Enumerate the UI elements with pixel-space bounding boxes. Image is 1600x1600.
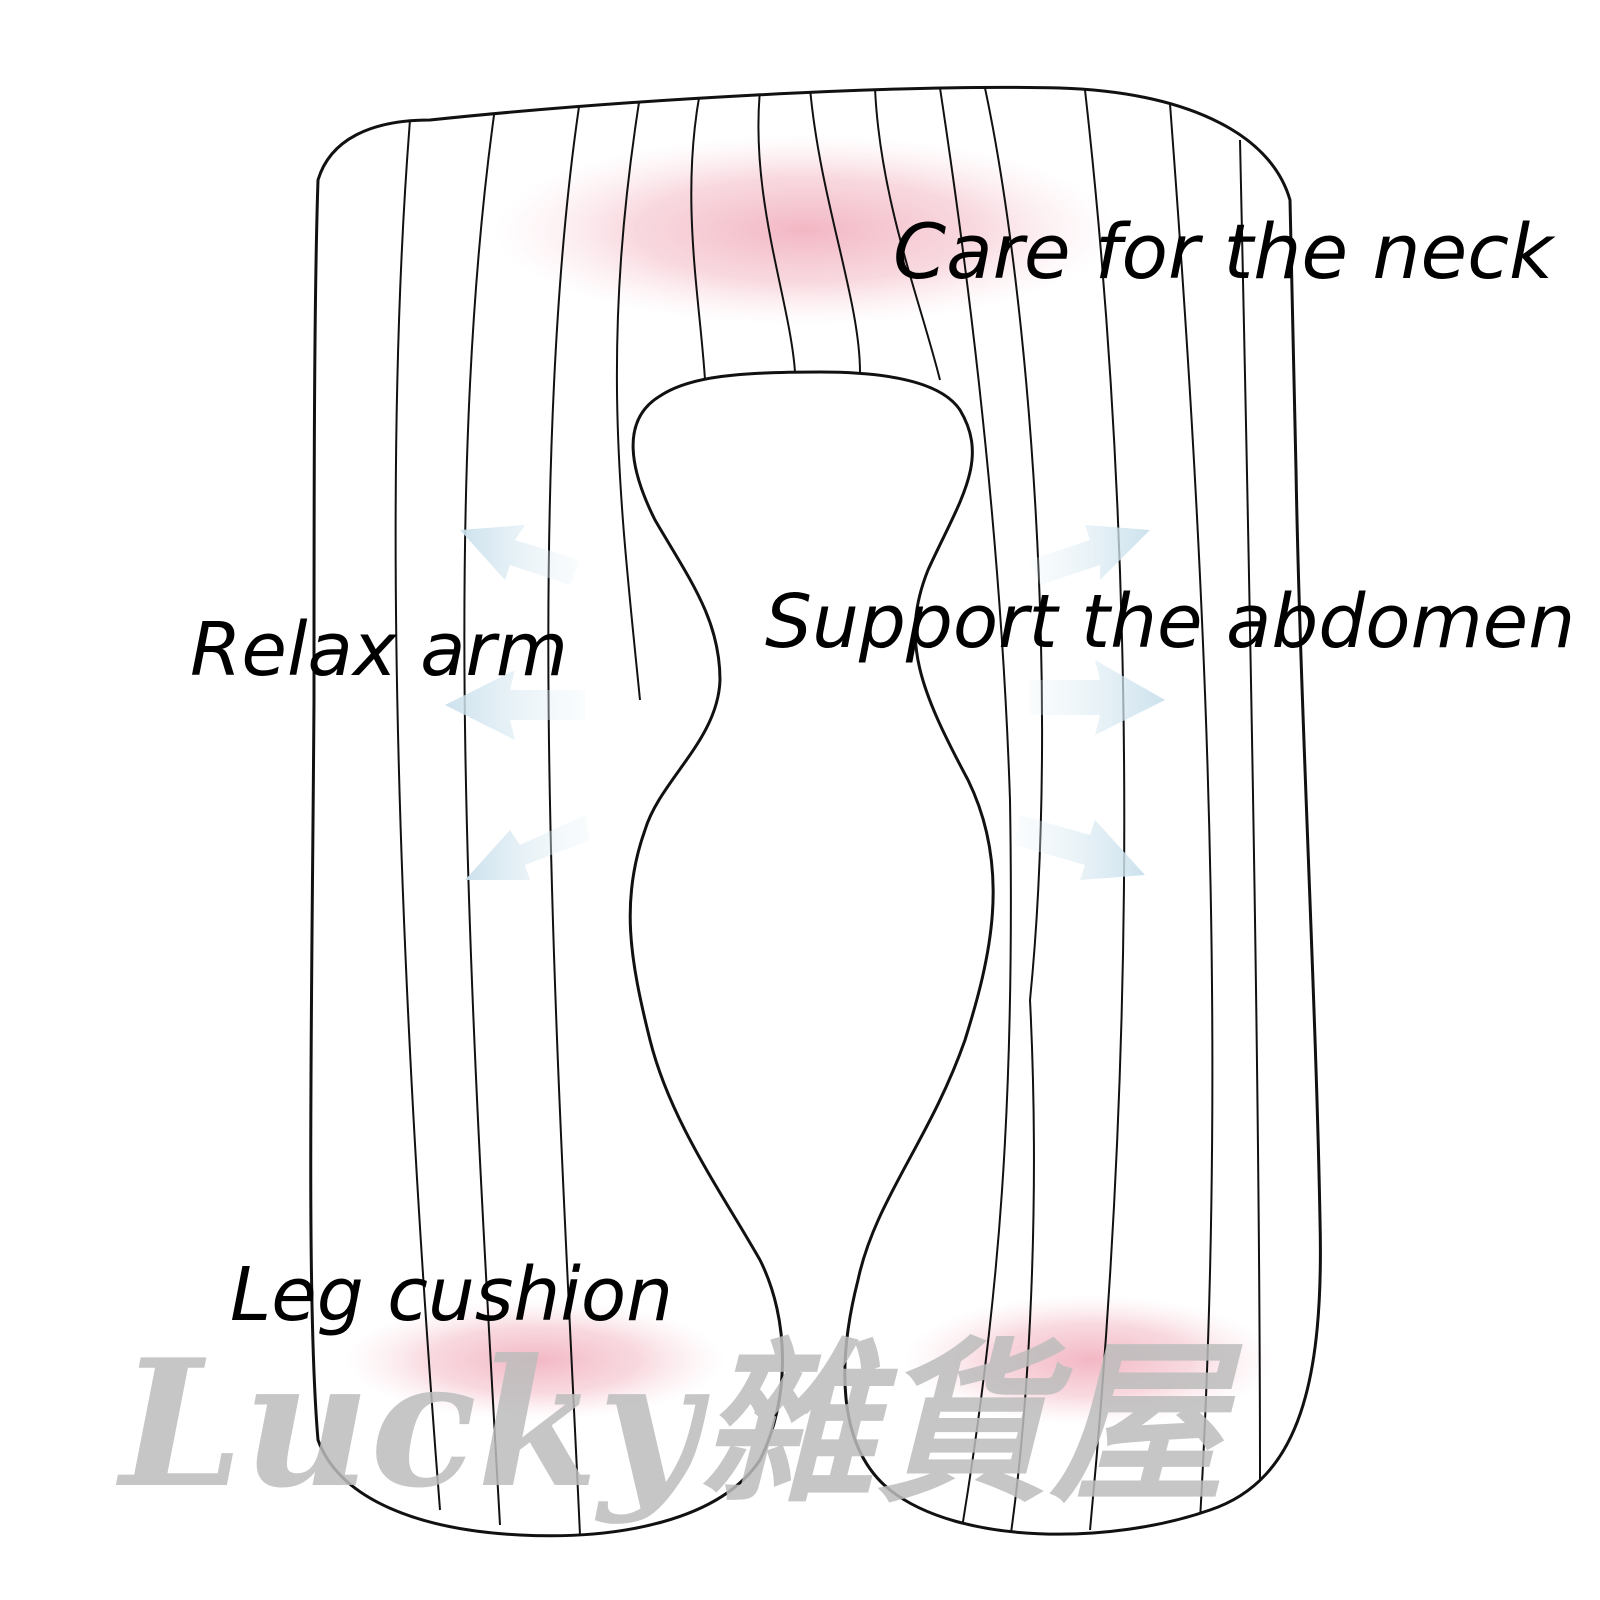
arrow-right-2-icon	[1030, 660, 1165, 735]
right-arrows	[1015, 525, 1165, 880]
watermark-logo: Lucky雜貨屋	[115, 1322, 1243, 1527]
left-arrows	[445, 525, 590, 880]
label-neck: Care for the neck	[893, 207, 1556, 296]
arrow-right-3-icon	[1015, 815, 1145, 880]
pillow-outline	[309, 85, 1322, 1538]
arrow-left-3-icon	[465, 815, 590, 880]
label-arm: Relax arm	[190, 607, 568, 693]
arrow-left-1-icon	[460, 525, 580, 585]
arrow-right-1-icon	[1030, 525, 1150, 585]
pillow-stripes	[394, 87, 1261, 1536]
label-leg: Leg cushion	[230, 1252, 673, 1338]
left-leg-highlight	[345, 1300, 725, 1420]
arrow-left-2-icon	[445, 670, 585, 740]
neck-highlight	[495, 135, 1115, 325]
label-abdomen: Support the abdomen	[765, 579, 1575, 665]
right-leg-highlight	[905, 1295, 1275, 1425]
